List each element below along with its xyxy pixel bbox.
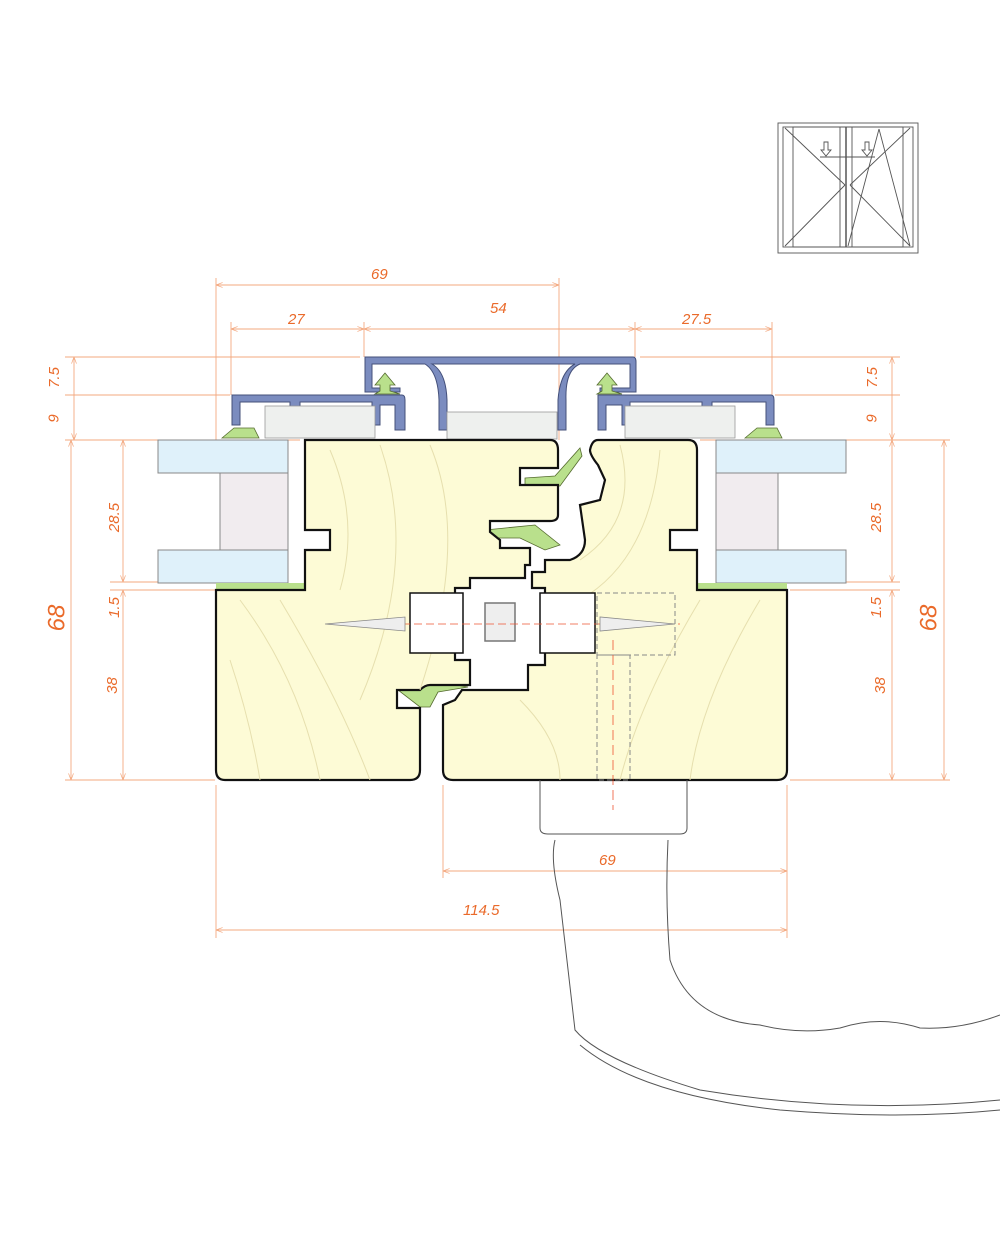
wood-profiles xyxy=(214,438,789,782)
dim-right-1-5: 1.5 xyxy=(867,597,885,618)
dim-left-9: 9 xyxy=(45,414,63,423)
dim-top-overall: 69 xyxy=(371,266,388,283)
glazing xyxy=(157,439,847,590)
dim-top-middle: 54 xyxy=(490,300,507,317)
dim-left-7-5: 7.5 xyxy=(45,367,63,388)
dim-bottom-overall: 114.5 xyxy=(463,902,500,919)
locking-hardware xyxy=(324,592,680,810)
dim-right-38: 38 xyxy=(871,677,889,694)
dim-left-28-5: 28.5 xyxy=(106,502,124,533)
dim-top-right: 27.5 xyxy=(682,311,712,328)
dim-bottom-inner: 69 xyxy=(599,852,616,869)
window-type-icon xyxy=(777,122,919,254)
dim-top-left: 27 xyxy=(288,311,305,328)
dim-left-total: 68 xyxy=(43,604,71,632)
dim-right-28-5: 28.5 xyxy=(868,502,886,533)
dim-right-7-5: 7.5 xyxy=(863,367,881,388)
dim-left-1-5: 1.5 xyxy=(105,597,123,618)
dim-right-total: 68 xyxy=(915,604,943,632)
window-handle xyxy=(539,780,1000,1116)
hardware-plates xyxy=(264,405,736,440)
dim-left-38: 38 xyxy=(103,677,121,694)
dim-right-9: 9 xyxy=(863,414,881,423)
